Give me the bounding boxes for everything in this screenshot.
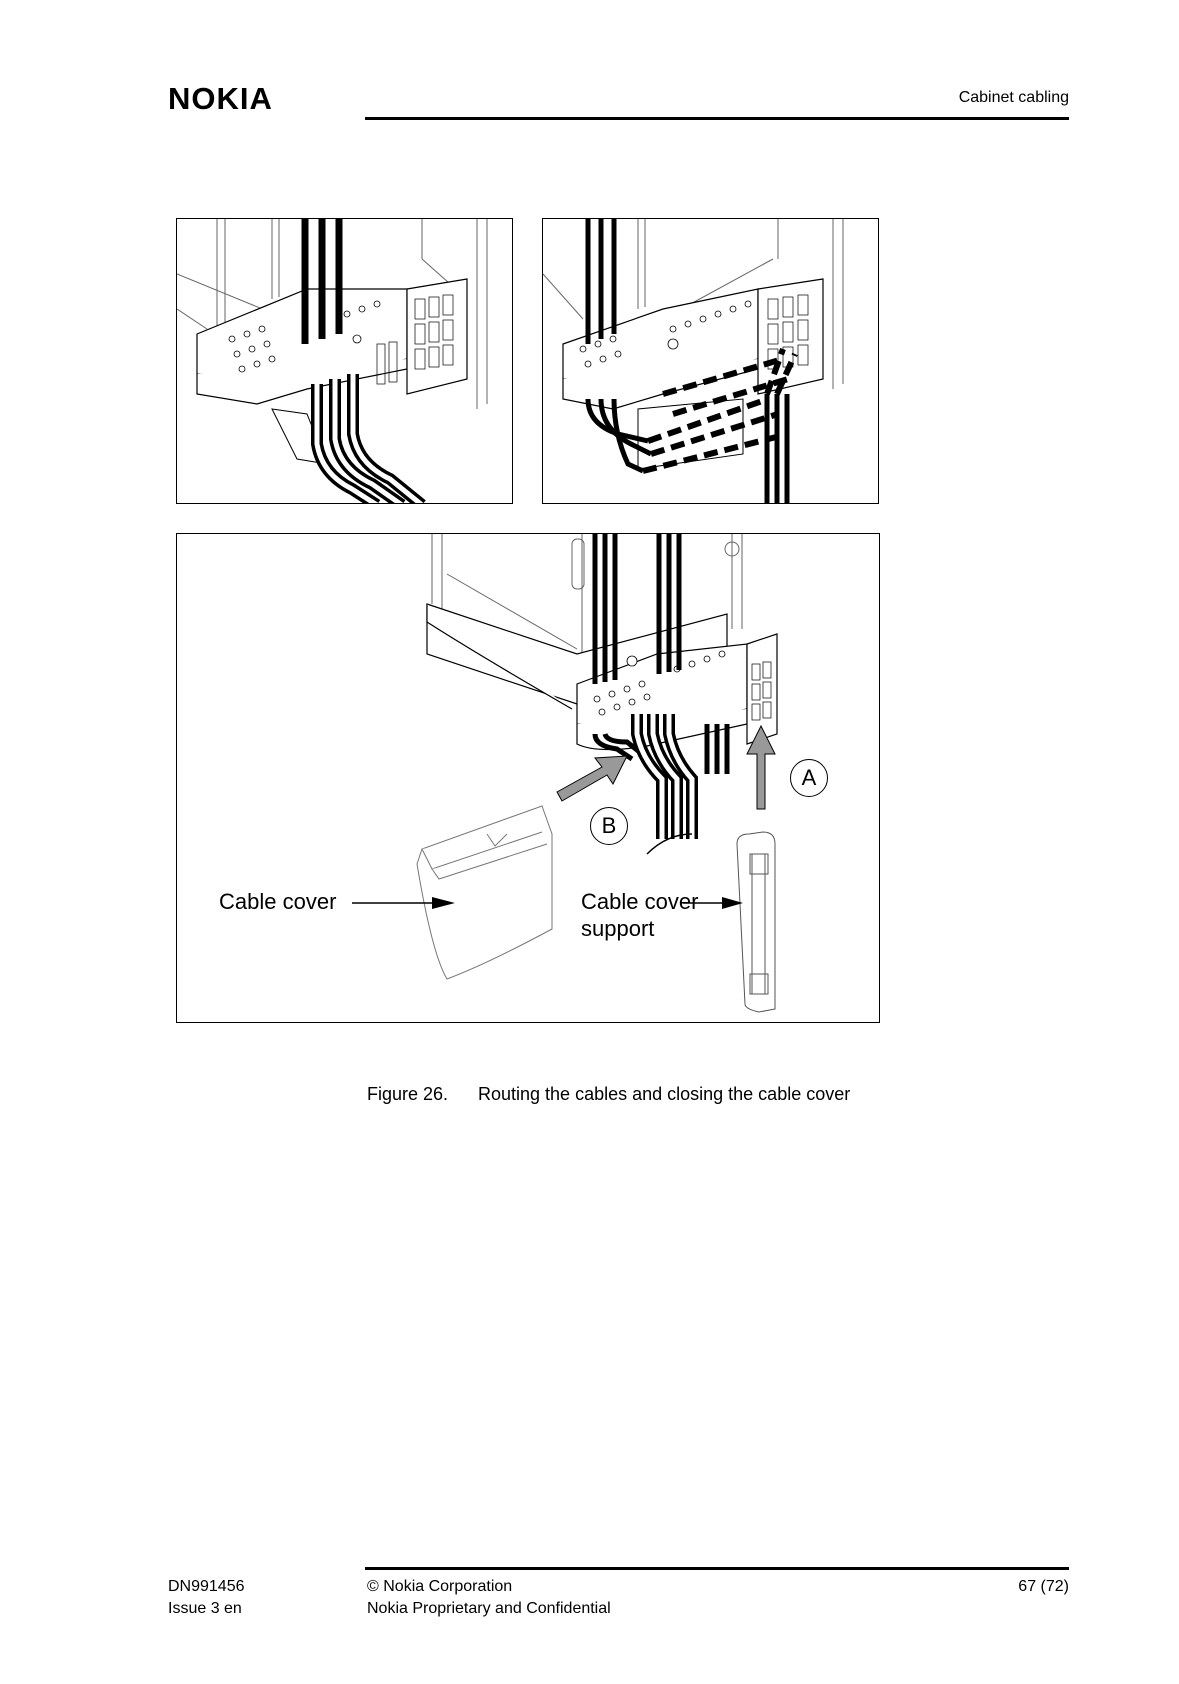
figure-caption: Figure 26.Routing the cables and closing… — [367, 1084, 850, 1105]
cable-cover-illustration — [177, 534, 880, 1023]
logo-text: NOKIA — [168, 82, 273, 112]
figure-caption-text: Routing the cables and closing the cable… — [478, 1084, 850, 1104]
callout-cable-cover-support: Cable cover support — [581, 888, 698, 942]
figure-caption-number: Figure 26. — [367, 1084, 478, 1105]
footer-issue: Issue 3 en — [168, 1598, 245, 1620]
footer-page-number: 67 (72) — [1018, 1576, 1069, 1598]
label-a: A — [790, 759, 828, 797]
cable-routing-illustration-1 — [177, 219, 513, 504]
footer-confidentiality: Nokia Proprietary and Confidential — [367, 1598, 611, 1620]
cable-cover-part — [417, 806, 552, 979]
figure-panel-top-left — [176, 218, 513, 504]
header-section-title: Cabinet cabling — [959, 89, 1069, 107]
figure-panel-top-right — [542, 218, 879, 504]
figure-panel-bottom: Cable cover Cable cover support A B — [176, 533, 880, 1023]
cable-cover-support-part — [737, 832, 775, 1012]
nokia-logo: NOKIA — [168, 82, 318, 112]
footer-copyright: © Nokia Corporation — [367, 1576, 611, 1598]
arrow-b-icon — [557, 756, 627, 801]
callout-cable-cover: Cable cover — [219, 888, 336, 915]
footer-legal: © Nokia Corporation Nokia Proprietary an… — [367, 1576, 611, 1620]
cable-routing-illustration-2 — [543, 219, 879, 504]
header-rule — [365, 117, 1069, 120]
footer-rule — [365, 1567, 1069, 1570]
label-b: B — [590, 807, 628, 845]
footer-doc-number: DN991456 — [168, 1576, 245, 1598]
footer-doc-info: DN991456 Issue 3 en — [168, 1576, 245, 1620]
